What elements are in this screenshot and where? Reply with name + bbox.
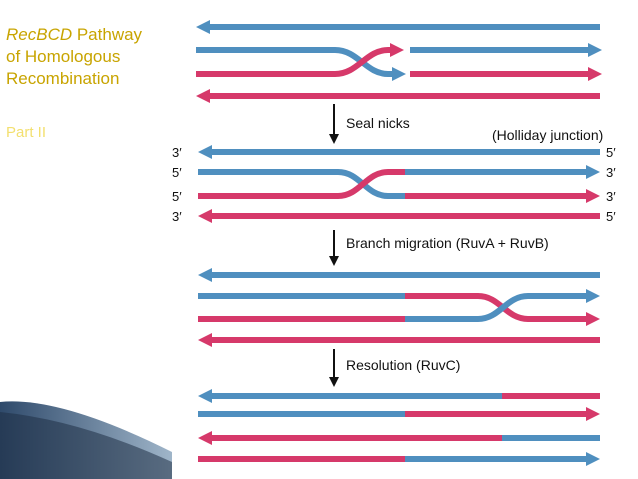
arrowhead-right bbox=[392, 67, 406, 81]
end-label-left: 5′ bbox=[172, 189, 182, 204]
strand-red-crossover bbox=[198, 169, 405, 199]
title-line-2: of Homologous bbox=[6, 47, 121, 66]
step-arrow-3 bbox=[329, 349, 339, 387]
arrowhead-right bbox=[586, 452, 600, 466]
step-arrow-1 bbox=[329, 104, 339, 144]
end-label-right: 5′ bbox=[606, 209, 616, 224]
arrowhead-left bbox=[198, 431, 212, 445]
arrowhead-left bbox=[198, 333, 212, 347]
arrowhead-left bbox=[196, 89, 210, 103]
end-label-right: 3′ bbox=[606, 165, 616, 180]
strand-red-crossover bbox=[196, 47, 392, 77]
title-line-3: Recombination bbox=[6, 69, 120, 88]
stage-3-strands bbox=[198, 268, 600, 347]
arrowhead-right bbox=[586, 312, 600, 326]
arrowhead-left bbox=[198, 268, 212, 282]
holliday-junction-label: (Holliday junction) bbox=[492, 127, 603, 143]
arrowhead-right bbox=[588, 43, 602, 57]
end-label-left: 3′ bbox=[172, 145, 182, 160]
slide-subtitle: Part II bbox=[6, 124, 47, 141]
arrowhead-right bbox=[586, 189, 600, 203]
stage-4-strands bbox=[198, 389, 600, 466]
arrowhead-left bbox=[198, 389, 212, 403]
title-rest: Pathway bbox=[72, 25, 143, 44]
arrowhead-right bbox=[588, 67, 602, 81]
arrowhead-right bbox=[390, 43, 404, 57]
step-label-resolution: Resolution (RuvC) bbox=[346, 357, 460, 373]
slide-title: RecBCD Pathway of Homologous Recombinati… bbox=[6, 24, 181, 90]
step-label-seal-nicks: Seal nicks bbox=[346, 115, 410, 131]
arrowhead-right bbox=[586, 165, 600, 179]
decorative-swoosh-shadow bbox=[0, 412, 172, 479]
step-arrow-2 bbox=[329, 230, 339, 266]
arrowhead-left bbox=[196, 20, 210, 34]
arrowhead-right bbox=[586, 407, 600, 421]
stage-2-strands bbox=[198, 145, 600, 223]
end-label-right: 3′ bbox=[606, 189, 616, 204]
title-italic: RecBCD bbox=[6, 25, 73, 44]
strand-red-crossover bbox=[405, 293, 590, 322]
strand-blue-crossover bbox=[405, 293, 590, 322]
arrowhead-left bbox=[198, 145, 212, 159]
arrowhead-left bbox=[198, 209, 212, 223]
stage-1-strands bbox=[196, 20, 602, 103]
end-label-right: 5′ bbox=[606, 145, 616, 160]
end-label-left: 5′ bbox=[172, 165, 182, 180]
step-label-branch-migration: Branch migration (RuvA + RuvB) bbox=[346, 235, 549, 251]
arrowhead-right bbox=[586, 289, 600, 303]
end-label-left: 3′ bbox=[172, 209, 182, 224]
